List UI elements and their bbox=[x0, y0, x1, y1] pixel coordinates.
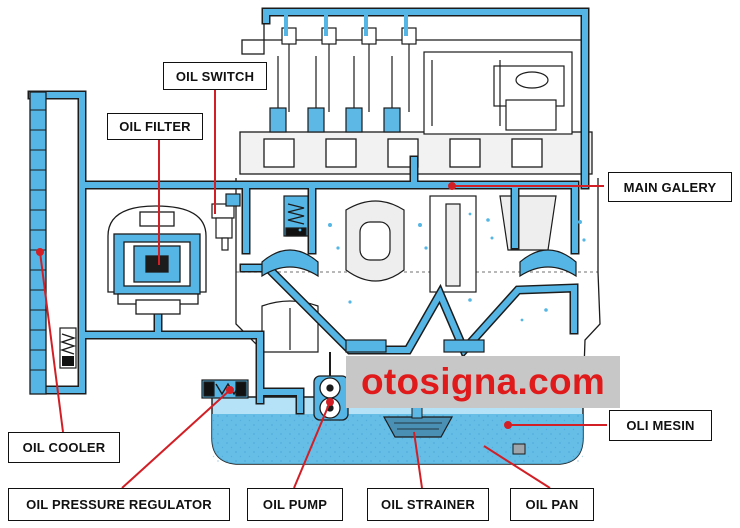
oil-pump-graphic bbox=[313, 352, 349, 421]
label-oil-cooler: OIL COOLER bbox=[8, 432, 120, 463]
label-oil-pump: OIL PUMP bbox=[247, 488, 343, 521]
oil-strainer-graphic bbox=[382, 397, 454, 438]
label-oil-switch: OIL SWITCH bbox=[163, 62, 267, 90]
label-oil-pan: OIL PAN bbox=[510, 488, 594, 521]
pointer-lines-red bbox=[36, 88, 607, 489]
label-oli-mesin: OLI MESIN bbox=[609, 410, 712, 441]
valve-train bbox=[269, 27, 417, 133]
label-main-galery: MAIN GALERY bbox=[608, 172, 732, 202]
piston-cutaway bbox=[423, 51, 573, 135]
oil-pressure-regulator-graphic bbox=[201, 379, 249, 399]
oil-cooler-graphic bbox=[29, 91, 77, 395]
relief-springs bbox=[283, 195, 309, 237]
watermark: otosigna.com bbox=[346, 356, 620, 408]
label-oil-filter: OIL FILTER bbox=[107, 113, 203, 140]
label-oil-strainer: OIL STRAINER bbox=[367, 488, 489, 521]
oil-splash bbox=[298, 212, 586, 322]
oil-switch-graphic bbox=[211, 193, 241, 251]
oil-filter-graphic bbox=[107, 205, 207, 315]
label-oil-pressure-regulator: OIL PRESSURE REGULATOR bbox=[8, 488, 230, 521]
oil-passages bbox=[27, 7, 590, 415]
main-bearings bbox=[261, 249, 577, 353]
